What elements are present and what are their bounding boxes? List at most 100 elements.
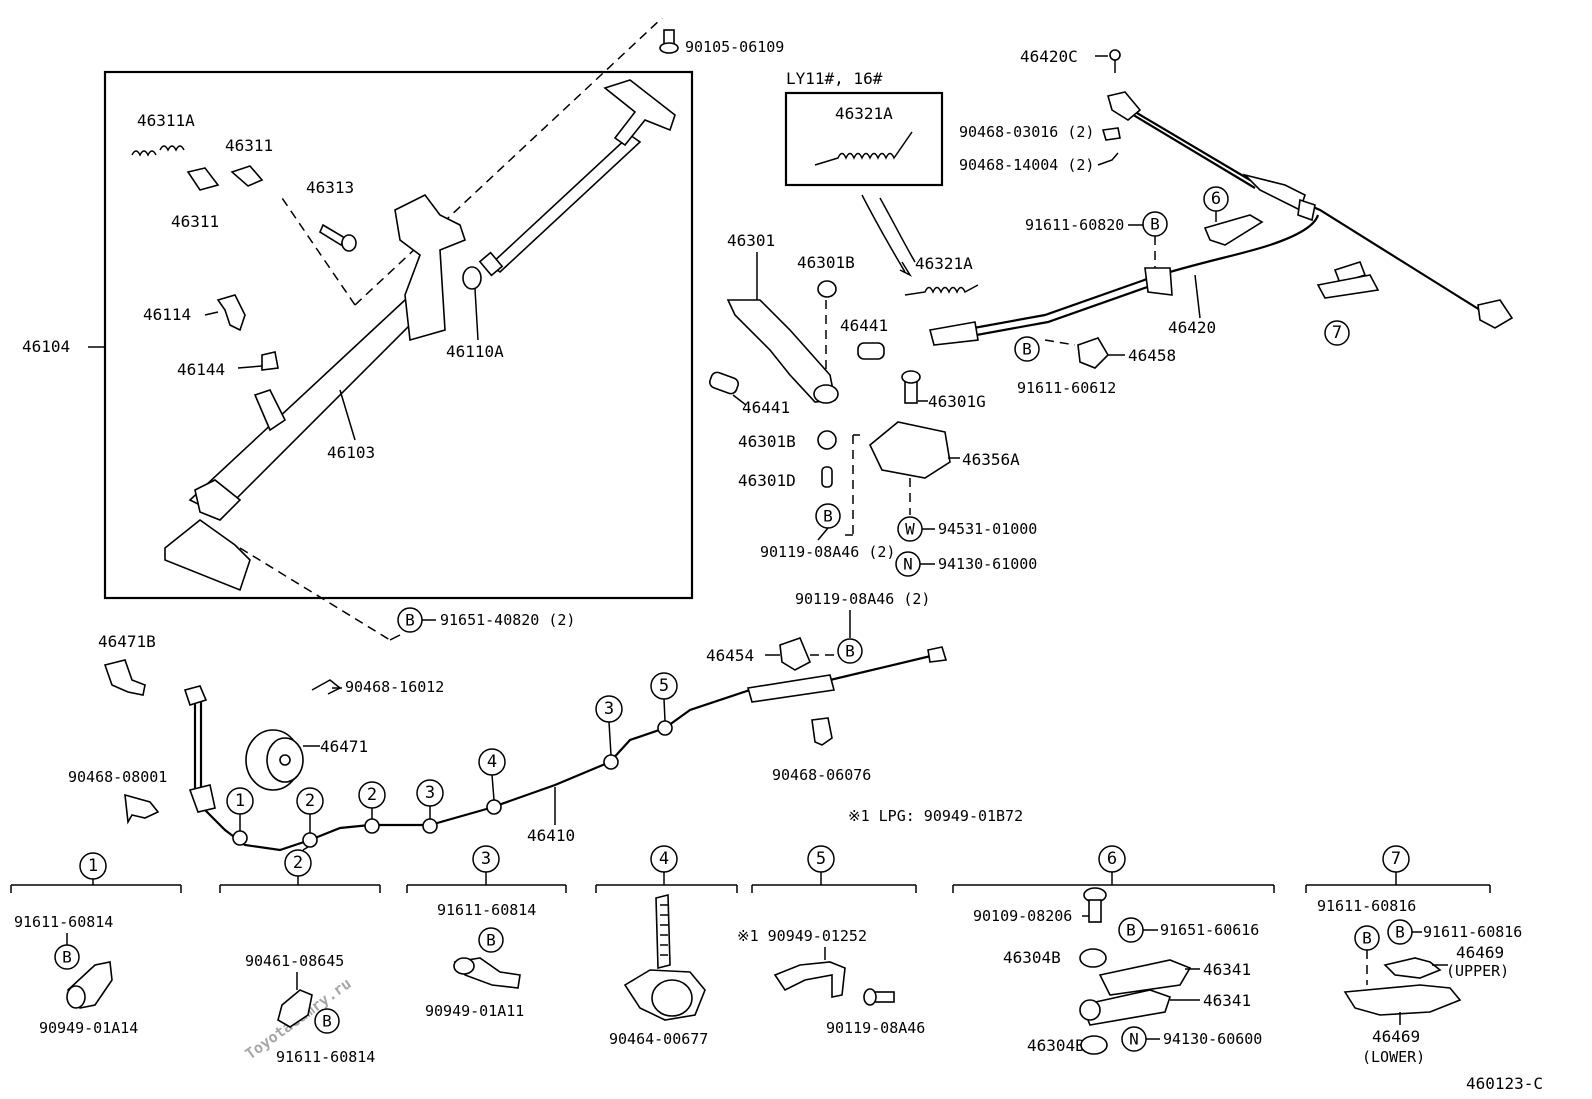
cable-bracket bbox=[1144, 267, 1173, 296]
d6-part-bush-bottom: 46304B bbox=[1027, 1036, 1085, 1055]
d1-part-bottom: 90949-01A14 bbox=[39, 1019, 138, 1037]
clamp-point bbox=[657, 720, 673, 736]
b-marker bbox=[314, 1008, 340, 1034]
clamp-point bbox=[603, 754, 619, 770]
part-label-94531-01000: 94531-01000 bbox=[938, 520, 1037, 538]
bolt-46471b-icon bbox=[103, 659, 146, 696]
part-label-90119-08a46-cable: 90119-08A46 (2) bbox=[795, 590, 930, 608]
part-label-46420c: 46420C bbox=[1020, 47, 1078, 66]
part-label-90105-06109: 90105-06109 bbox=[685, 38, 784, 56]
variant-label: LY11#, 16# bbox=[786, 69, 883, 88]
callout-6-detail-number: 6 bbox=[1107, 849, 1117, 869]
part-46144 bbox=[261, 351, 279, 371]
lever-rod bbox=[488, 133, 642, 274]
cable-end-guide bbox=[188, 784, 216, 813]
clip-icon bbox=[1101, 127, 1121, 141]
part-label-46410: 46410 bbox=[527, 826, 575, 845]
collar-icon bbox=[857, 342, 885, 360]
lever-6-icon bbox=[1203, 214, 1264, 246]
clamp-point bbox=[232, 830, 248, 846]
d1-part-top: 91611-60814 bbox=[14, 913, 113, 931]
b-marker bbox=[1014, 336, 1040, 362]
b-marker-letter: B bbox=[486, 931, 496, 950]
b-marker bbox=[478, 927, 504, 953]
b-marker-letter: B bbox=[1362, 929, 1372, 948]
clamp-ring bbox=[651, 979, 693, 1017]
lever-assembly-group bbox=[88, 17, 694, 641]
lever-grip bbox=[603, 79, 676, 147]
bushing-icon bbox=[1080, 1035, 1108, 1055]
part-label-46311a: 46311A bbox=[137, 111, 195, 130]
clip-icon bbox=[124, 793, 160, 825]
part-label-90468-14004: 90468-14004 (2) bbox=[959, 156, 1094, 174]
spring-icon bbox=[904, 284, 979, 296]
b-marker bbox=[837, 638, 863, 664]
b-marker-letter: B bbox=[62, 948, 72, 967]
callout-2-cable-lower-number: 2 bbox=[293, 853, 303, 873]
b-marker-letter: B bbox=[1022, 340, 1032, 359]
spring-icon bbox=[131, 150, 157, 157]
clip-90468-06076-icon bbox=[811, 717, 833, 746]
d6-part-bolt: 90109-08206 bbox=[973, 907, 1072, 925]
collar-icon bbox=[708, 371, 740, 395]
b-marker-letter: B bbox=[823, 507, 833, 526]
cable-sleeve bbox=[1242, 173, 1306, 212]
callout-7-detail-number: 7 bbox=[1391, 849, 1401, 869]
grommet-icon bbox=[1109, 49, 1121, 61]
callout-2-cable-number: 2 bbox=[305, 791, 315, 811]
callout-2-cable-b-number: 2 bbox=[367, 785, 377, 805]
cable-end bbox=[929, 321, 979, 346]
b-marker-letter: B bbox=[322, 1012, 332, 1031]
bolt-washer bbox=[659, 42, 679, 54]
part-label-46321a: 46321A bbox=[915, 254, 973, 273]
part-label-46356a: 46356A bbox=[962, 450, 1020, 469]
cable-end bbox=[1477, 299, 1514, 329]
variant-frame bbox=[784, 91, 944, 187]
lever-base bbox=[164, 518, 251, 592]
detail-4-panel: 4 90464-00677 bbox=[595, 845, 738, 1048]
d3-part-bottom: 90949-01A11 bbox=[425, 1002, 524, 1020]
lever-pivot bbox=[813, 384, 839, 404]
part-label-46471: 46471 bbox=[320, 737, 368, 756]
w-marker-letter: W bbox=[905, 520, 915, 539]
d3-part-top: 91611-60814 bbox=[437, 901, 536, 919]
bracket-5-icon bbox=[773, 961, 846, 998]
clamp-2-icon bbox=[277, 989, 313, 1028]
cable-end bbox=[927, 646, 948, 663]
part-label-46301g: 46301G bbox=[928, 392, 986, 411]
part-label-46458: 46458 bbox=[1128, 346, 1176, 365]
pin-icon bbox=[1097, 152, 1119, 166]
d2-part-top: 90461-08645 bbox=[245, 952, 344, 970]
callout-3-cable-b-number: 3 bbox=[604, 699, 614, 719]
part-label-46301b-top: 46301B bbox=[797, 253, 855, 272]
part-label-46313: 46313 bbox=[306, 178, 354, 197]
detail-6-panel: 6 90109-08206 B 91651-60616 46304B 46341… bbox=[952, 845, 1275, 1055]
lever-assembly-frame bbox=[103, 70, 694, 600]
pin-icon bbox=[821, 466, 833, 488]
part-label-46104: 46104 bbox=[22, 337, 70, 356]
part-label-46311-bottom: 46311 bbox=[171, 212, 219, 231]
d7-part-left: 91611-60816 bbox=[1317, 897, 1416, 915]
lever-46341-lower-icon bbox=[1080, 989, 1172, 1026]
b-marker-letter: B bbox=[1150, 215, 1160, 234]
bolt-icon bbox=[663, 29, 675, 45]
part-label-46301b-bottom: 46301B bbox=[738, 432, 796, 451]
part-label-46114: 46114 bbox=[143, 305, 191, 324]
part-label-90468-06076: 90468-06076 bbox=[772, 766, 871, 784]
lever-tab bbox=[253, 389, 287, 432]
clip-46311 bbox=[186, 167, 220, 191]
callout-1-cable-number: 1 bbox=[235, 791, 245, 811]
part-46114 bbox=[216, 294, 246, 332]
part-label-46321a-boxed: 46321A bbox=[835, 104, 893, 123]
part-label-94130-61000: 94130-61000 bbox=[938, 555, 1037, 573]
callout-1-detail-number: 1 bbox=[88, 856, 98, 876]
b-marker-letter: B bbox=[405, 611, 415, 630]
part-label-46144: 46144 bbox=[177, 360, 225, 379]
callout-7-upper bbox=[1324, 320, 1350, 346]
pulley-hub bbox=[279, 754, 291, 766]
detail-1-panel: 1 91611-60814 B 90949-01A14 bbox=[10, 852, 182, 1037]
d6-part-nut: 94130-60600 bbox=[1163, 1030, 1262, 1048]
part-label-46471b: 46471B bbox=[98, 632, 156, 651]
part-label-46441-right: 46441 bbox=[840, 316, 888, 335]
b-marker-letter: B bbox=[1395, 923, 1405, 942]
